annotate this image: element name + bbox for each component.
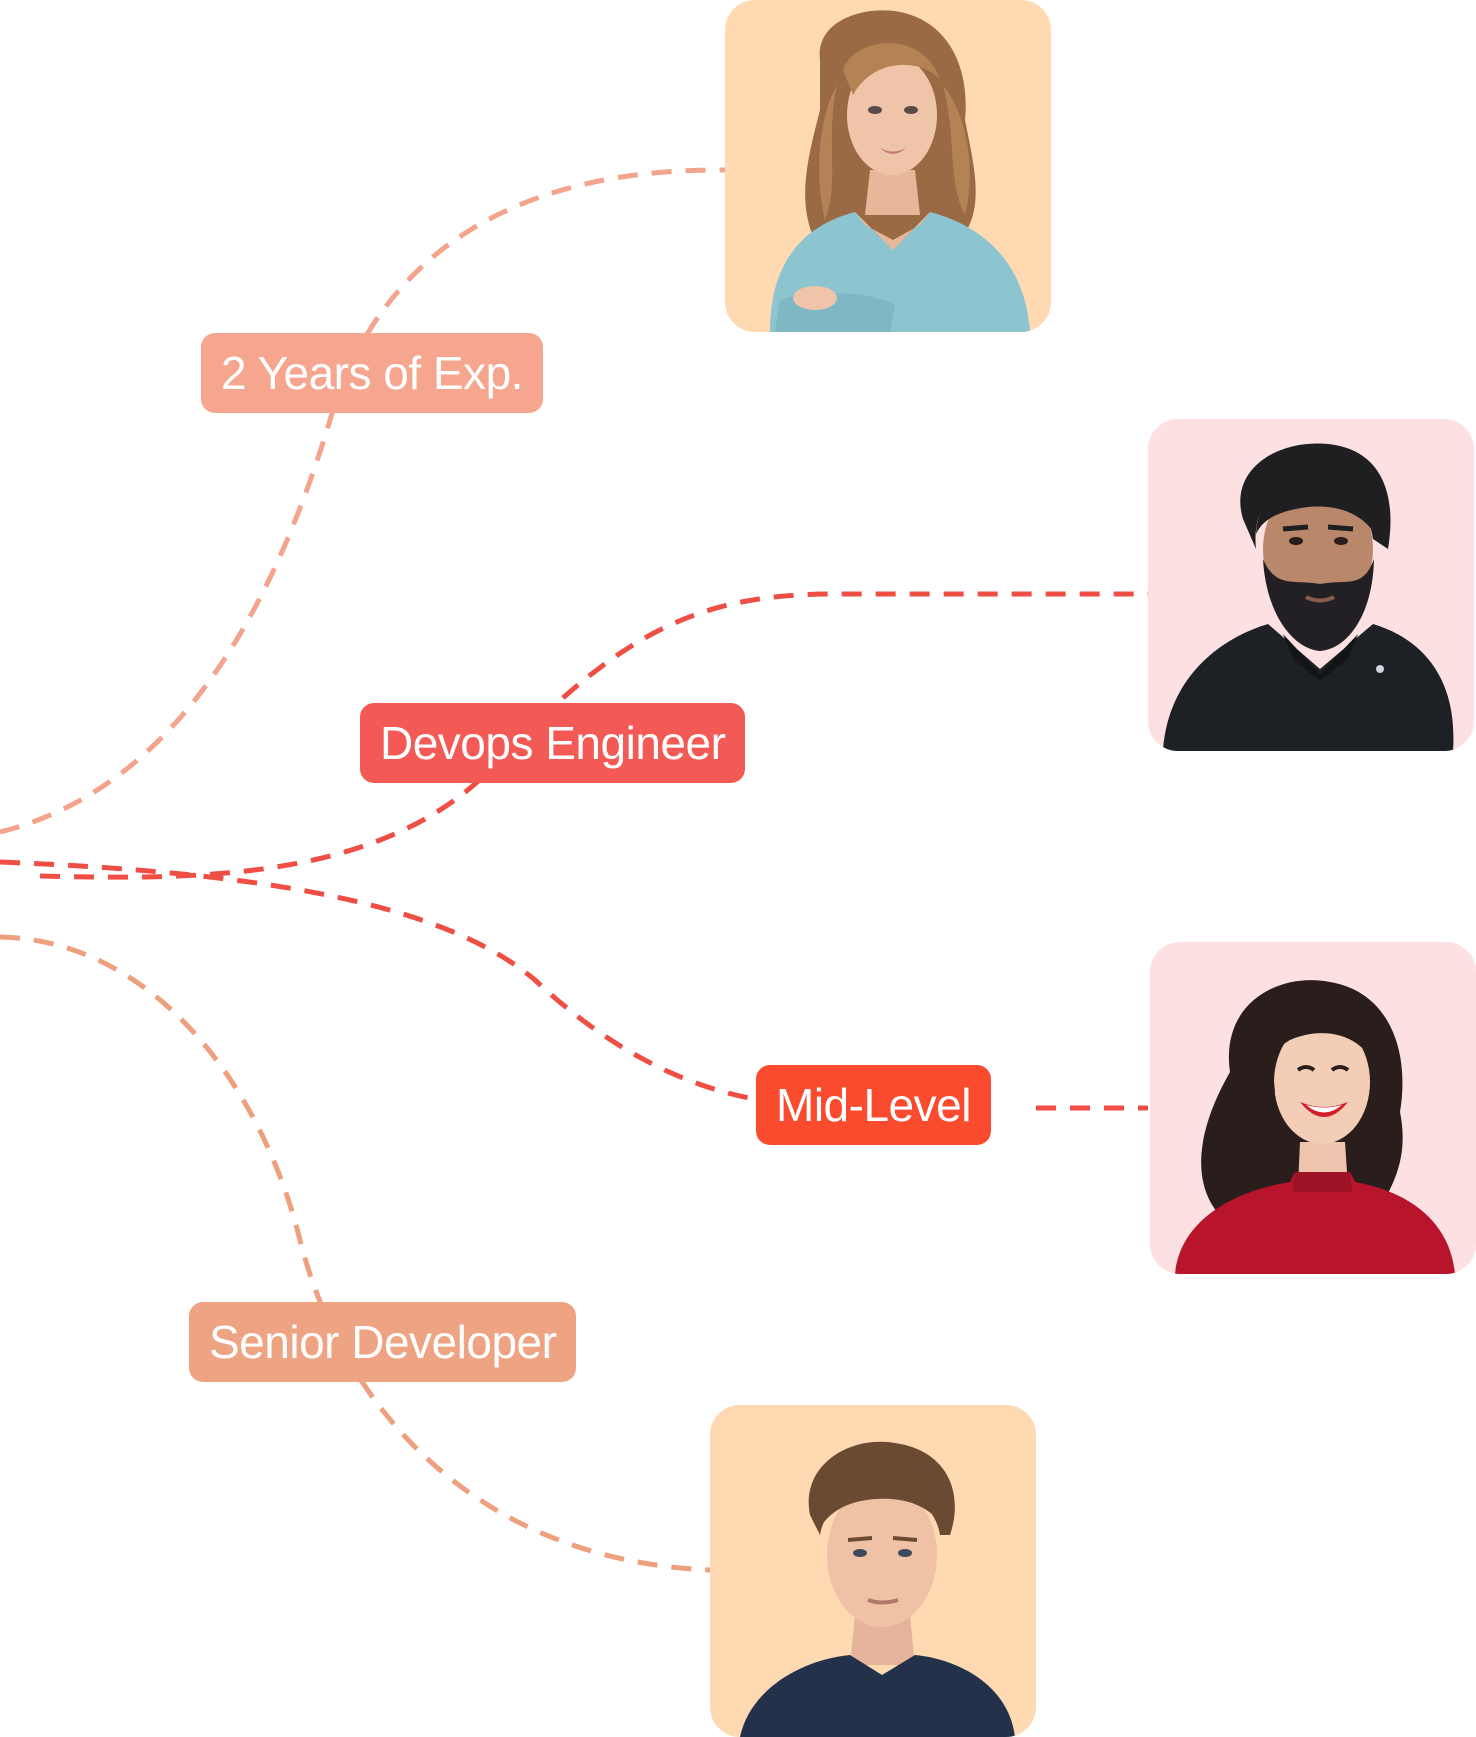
avatar-card-4 xyxy=(710,1405,1036,1737)
avatar-card-1 xyxy=(725,0,1051,332)
smiling-woman-portrait-icon xyxy=(1175,980,1455,1274)
connector-senior xyxy=(0,934,711,1573)
connector-experience xyxy=(0,167,726,835)
tag-experience: 2 Years of Exp. xyxy=(201,333,543,413)
avatar-card-2 xyxy=(1148,419,1474,751)
avatar-card-3 xyxy=(1150,942,1476,1274)
tag-mid-level: Mid-Level xyxy=(756,1065,991,1145)
bearded-man-portrait-icon xyxy=(1163,443,1454,751)
tag-devops-engineer: Devops Engineer xyxy=(360,703,746,783)
connector-devops xyxy=(39,591,1148,880)
tag-senior-developer: Senior Developer xyxy=(189,1302,577,1382)
connector-mid-level xyxy=(0,859,761,1103)
woman-portrait-icon xyxy=(770,10,1030,332)
young-man-portrait-icon xyxy=(740,1441,1015,1737)
